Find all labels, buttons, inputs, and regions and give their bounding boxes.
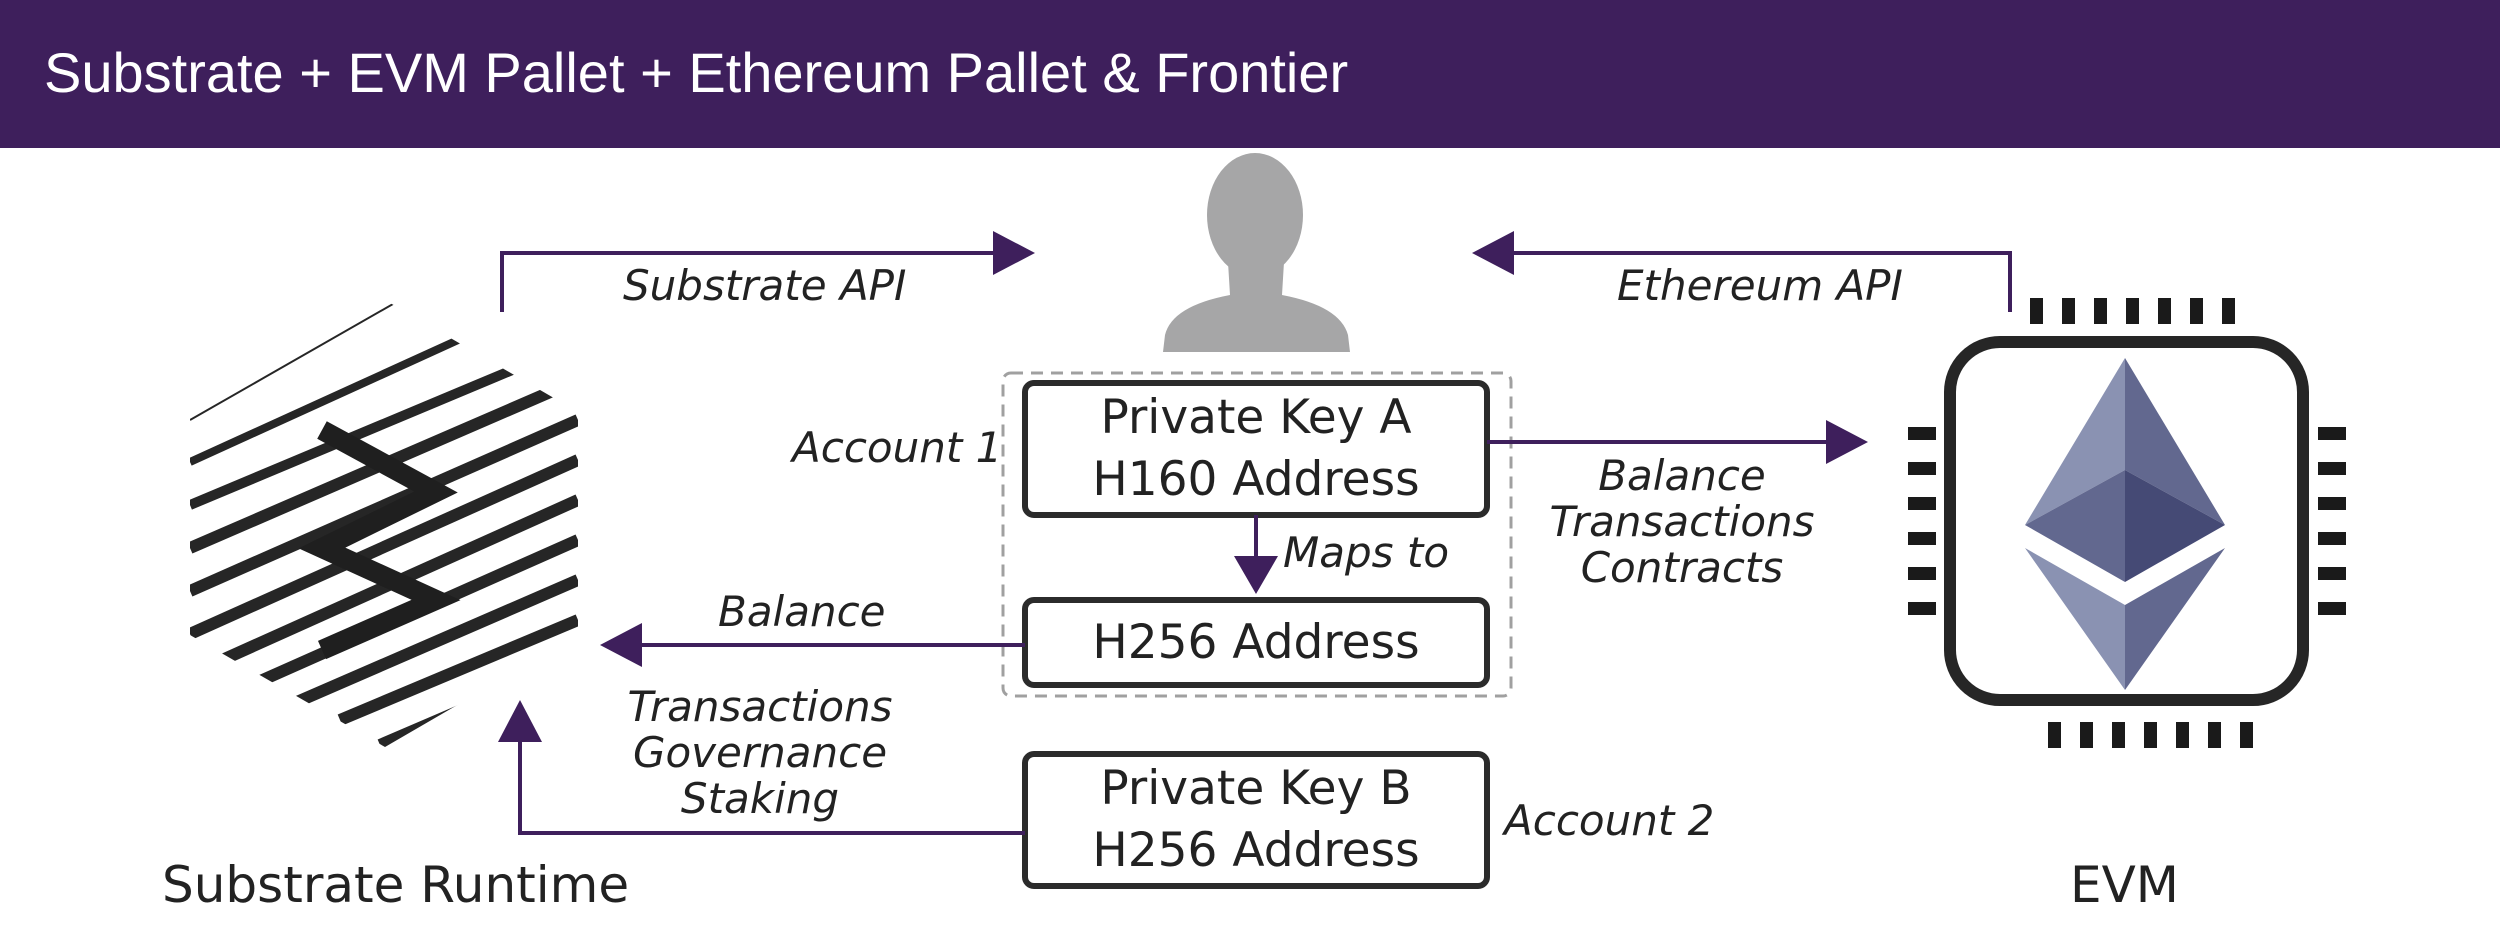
left-list-item: Governance <box>632 728 888 777</box>
label-account-2: Account 2 <box>1504 796 1715 845</box>
label-balance: Balance <box>718 587 886 636</box>
box-key-a: Private Key A H160 Address <box>1025 387 1487 511</box>
ethereum-logo-icon <box>2025 358 2225 690</box>
label-substrate-runtime: Substrate Runtime <box>162 856 630 914</box>
account1-group <box>1001 371 1513 698</box>
right-list: Balance Transactions Contracts <box>1522 453 1842 591</box>
label-ethereum-api: Ethereum API <box>1617 261 1903 310</box>
arrow-substrate-api <box>500 251 995 312</box>
left-list-item: Staking <box>680 774 840 823</box>
box-key-b-line: H256 Address <box>1092 823 1420 878</box>
arrow-ethereum-api <box>1510 251 2012 312</box>
left-list-item: Transactions <box>627 682 893 731</box>
arrow-transactions <box>518 740 1025 835</box>
right-list-item: Contracts <box>1580 543 1784 592</box>
box-key-b-line: Private Key B <box>1100 761 1412 816</box>
box-key-b-frame <box>1022 751 1490 889</box>
box-h256-frame <box>1022 597 1490 688</box>
label-account-1: Account 1 <box>792 423 1003 472</box>
header-bar: Substrate + EVM Pallet + Ethereum Pallet… <box>0 0 2500 148</box>
right-list-item: Transactions <box>1549 497 1815 546</box>
right-list-item: Balance <box>1598 451 1766 500</box>
label-maps-to: Maps to <box>1283 528 1450 577</box>
box-h256: H256 Address <box>1092 615 1420 670</box>
box-key-a-line: H160 Address <box>1092 452 1420 507</box>
evm-chip-icon <box>1908 298 2346 748</box>
box-key-a-line: Private Key A <box>1100 390 1412 445</box>
left-list: Transactions Governance Staking <box>600 684 920 822</box>
box-key-b: Private Key B H256 Address <box>1025 758 1487 882</box>
user-icon <box>1163 153 1350 352</box>
page-title: Substrate + EVM Pallet + Ethereum Pallet… <box>44 41 1349 104</box>
substrate-logo-icon <box>190 300 578 747</box>
label-substrate-api: Substrate API <box>623 261 907 310</box>
label-evm: EVM <box>2070 856 2179 914</box>
